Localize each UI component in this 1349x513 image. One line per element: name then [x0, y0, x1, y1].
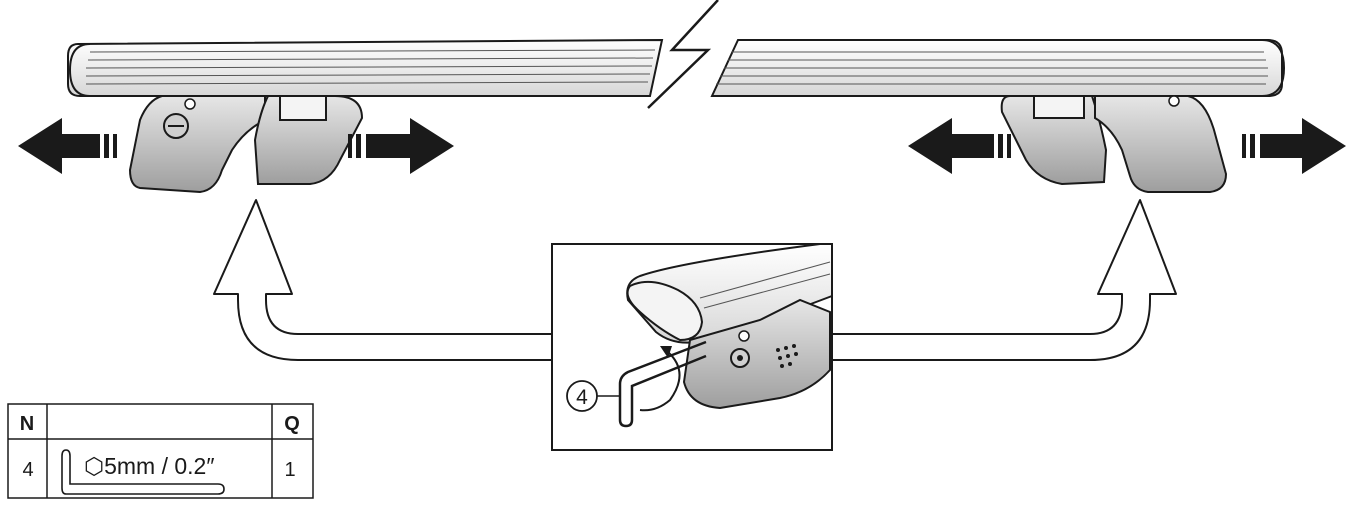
left-foot-lock-icon: [163, 98, 196, 139]
break-symbol: [647, 0, 719, 109]
left-foot-arrow-right-icon: [348, 118, 454, 174]
table-cell-q: 1: [284, 459, 295, 481]
table-cell-tool: ⬡5mm / 0.2″: [84, 453, 214, 479]
table-header-n: N: [20, 413, 34, 435]
table-cell-n: 4: [22, 459, 33, 481]
hex-key-icon: [618, 340, 707, 428]
table-hex-key-icon: [61, 449, 225, 495]
connector-arrow: [213, 199, 1177, 361]
right-foot: [1000, 95, 1228, 193]
left-foot-arrow-left-icon: [18, 118, 117, 174]
table-header-q: Q: [284, 413, 300, 435]
right-foot-arrow-right-icon: [1242, 118, 1346, 174]
cross-bar: [67, 38, 1283, 97]
bar-end-cap-right: [1261, 39, 1286, 97]
bar-end-cap-left: [68, 43, 91, 97]
callout-number: 4: [576, 386, 588, 409]
parts-table: N Q 4 ⬡5mm / 0.2″ 1: [7, 403, 314, 499]
grip-pattern: [776, 344, 798, 368]
cross-bar-grooves: [85, 49, 1268, 85]
right-foot-arrow-left-icon: [908, 118, 1011, 174]
detail-inset: 4: [551, 243, 833, 451]
left-foot: [128, 95, 364, 194]
